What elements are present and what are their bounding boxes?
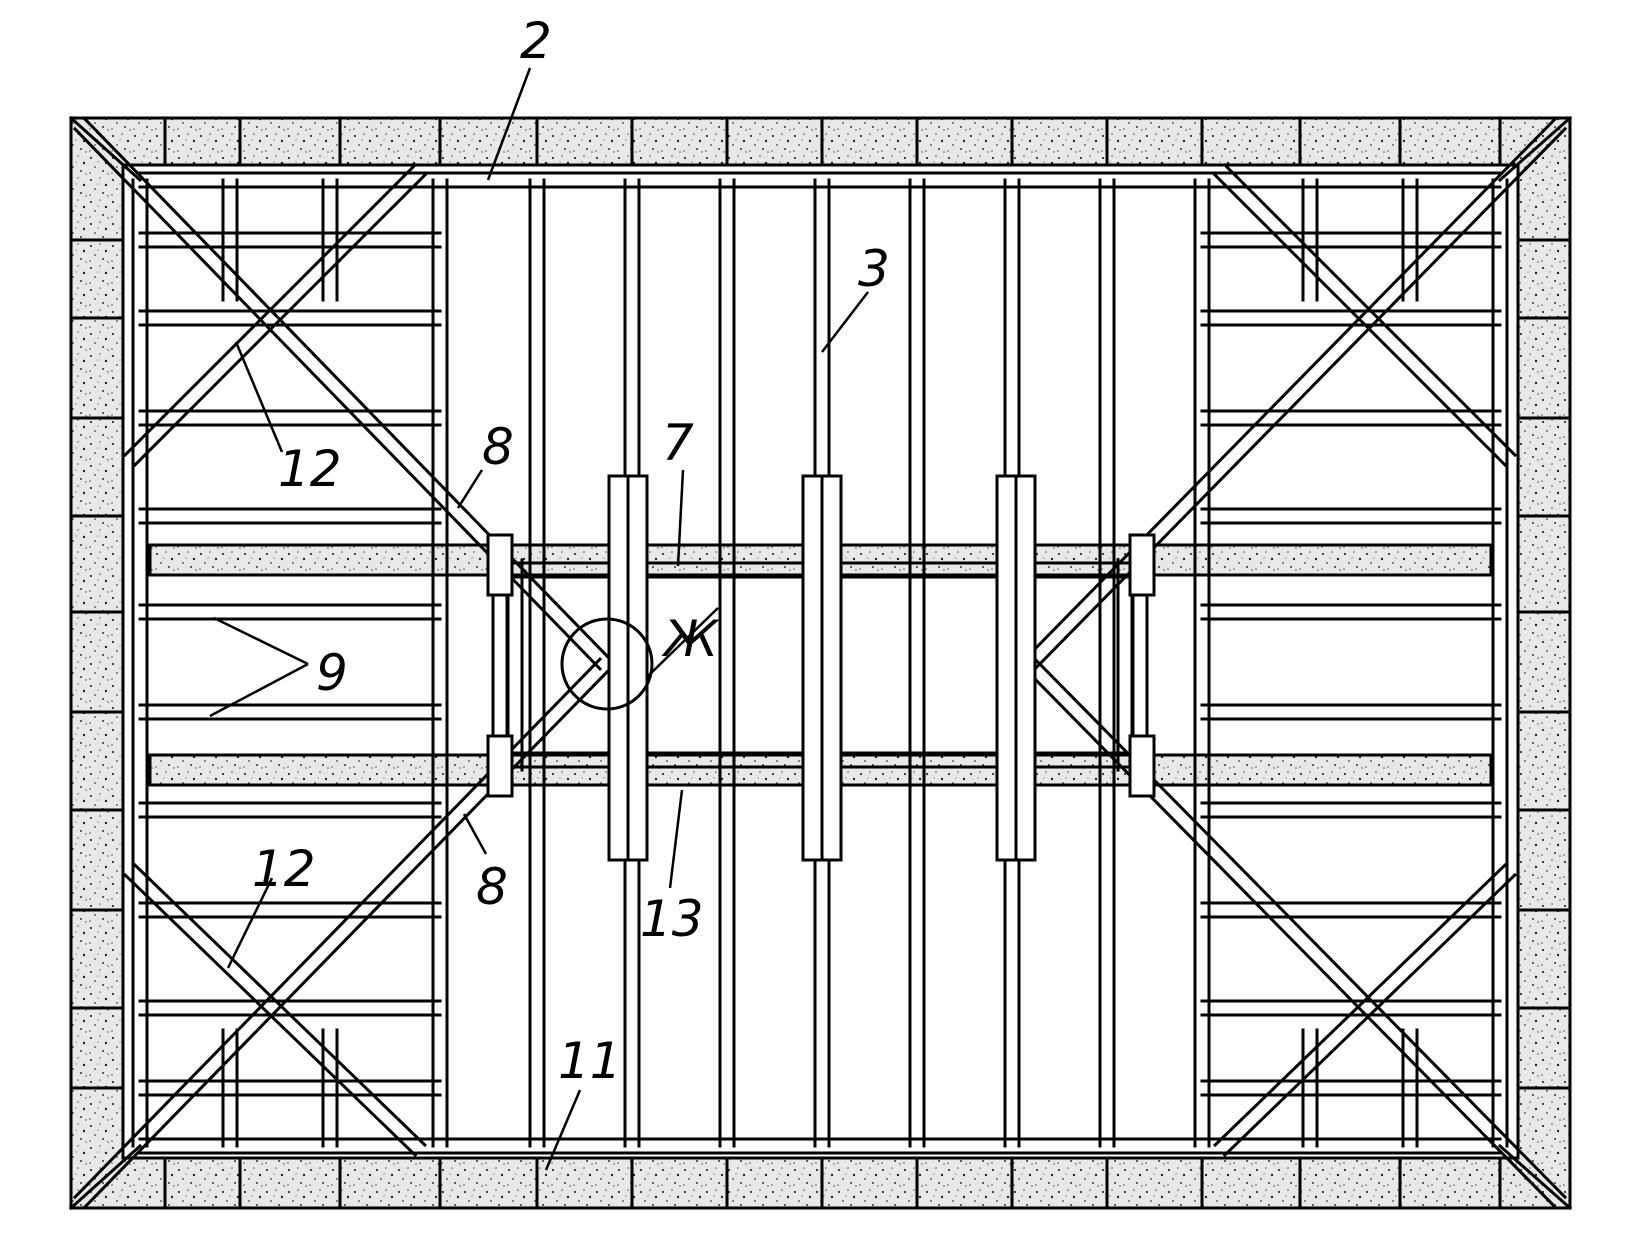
leader-8b: [462, 813, 488, 855]
brace-bottom-right: [1222, 872, 1517, 1158]
brace-top-left: [122, 162, 418, 458]
framing-members: [68, 115, 1573, 1211]
hip-rafter-bottom-right: [1022, 666, 1558, 1210]
ridge-block-left-lower: [486, 734, 514, 798]
leader-9a: [213, 616, 309, 666]
label-12-upper: 12: [278, 440, 342, 498]
label-11: 11: [558, 1032, 622, 1090]
corner-tie-top-left: [68, 115, 143, 183]
leader-detail: [647, 607, 719, 677]
leader-9b: [209, 662, 309, 718]
hip-rafter-top-right: [1032, 126, 1568, 672]
corner-tie-bottom-right: [1497, 1143, 1573, 1211]
leader-12a: [234, 341, 284, 453]
label-9: 9: [316, 644, 348, 702]
label-3: 3: [858, 240, 890, 298]
hip-rafter-bottom-right: [1032, 656, 1568, 1200]
ridge-block-right-upper: [1128, 533, 1156, 597]
leader-7: [676, 469, 685, 567]
leader-11: [544, 1089, 582, 1171]
corner-tie-top-right: [1497, 115, 1573, 183]
leader-12b: [226, 877, 274, 969]
brace-bottom-left: [123, 872, 418, 1158]
label-2: 2: [520, 12, 552, 70]
label-8-upper: 8: [482, 418, 514, 476]
leader-8a: [456, 469, 484, 509]
leader-3: [821, 291, 869, 353]
corner-tie-bottom-left: [68, 1143, 143, 1211]
brace-top-right: [1222, 162, 1518, 458]
label-12-lower: 12: [252, 840, 316, 898]
hip-rafter-top-right: [1022, 116, 1558, 662]
label-13: 13: [640, 890, 704, 948]
brace-bottom-left: [132, 862, 427, 1148]
label-detail: Ж: [661, 610, 720, 668]
brace-top-right: [1212, 172, 1508, 468]
leader-lines: [209, 67, 869, 1171]
detail-circle: [560, 617, 654, 711]
leader-2: [486, 67, 532, 181]
ridge-block-left-upper: [486, 533, 514, 597]
label-8-lower: 8: [476, 858, 508, 916]
leader-13: [668, 789, 684, 889]
brace-bottom-right: [1213, 862, 1508, 1148]
ridge-block-right-lower: [1128, 734, 1156, 798]
brace-top-left: [132, 172, 428, 468]
label-7: 7: [662, 414, 694, 472]
